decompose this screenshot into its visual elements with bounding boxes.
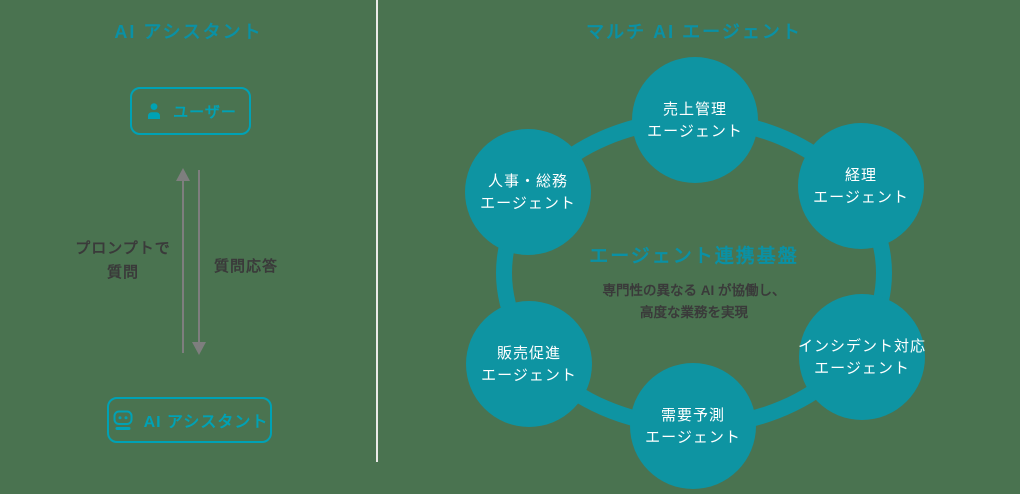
left-panel-title: AI アシスタント	[114, 21, 263, 42]
arrow-down-line	[198, 170, 200, 350]
panel-divider	[376, 0, 378, 462]
user-icon	[144, 101, 164, 121]
ai-assistant-box: AI アシスタント	[107, 397, 272, 443]
agent-circle-demand-forecast: 需要予測 エージェント	[630, 363, 756, 489]
agent-circle-sales-management: 売上管理 エージェント	[632, 57, 758, 183]
hub-description: 専門性の異なる AI が協働し、 高度な業務を実現	[602, 283, 786, 320]
robot-icon	[111, 408, 135, 432]
user-box-label: ユーザー	[173, 103, 237, 121]
hub-heading: エージェント連携基盤	[589, 246, 799, 267]
user-box: ユーザー	[130, 87, 251, 135]
prompt-question-label: プロンプトで 質問	[75, 240, 171, 281]
question-answer-label: 質問応答	[214, 258, 279, 275]
right-panel-title: マルチ AI エージェント	[586, 21, 802, 42]
arrow-up-line	[182, 173, 184, 353]
agent-circle-hr-general-affairs: 人事・総務 エージェント	[465, 129, 591, 255]
arrow-down-head-icon	[192, 342, 206, 355]
hub-text: エージェント連携基盤 専門性の異なる AI が協働し、 高度な業務を実現	[494, 241, 894, 324]
agent-circle-incident-response: インシデント対応 エージェント	[798, 294, 925, 420]
agent-circle-sales-promotion: 販売促進 エージェント	[466, 301, 592, 427]
arrow-up-head-icon	[176, 168, 190, 181]
ai-assistant-box-label: AI アシスタント	[143, 414, 269, 431]
agent-circle-accounting: 経理 エージェント	[798, 123, 924, 249]
